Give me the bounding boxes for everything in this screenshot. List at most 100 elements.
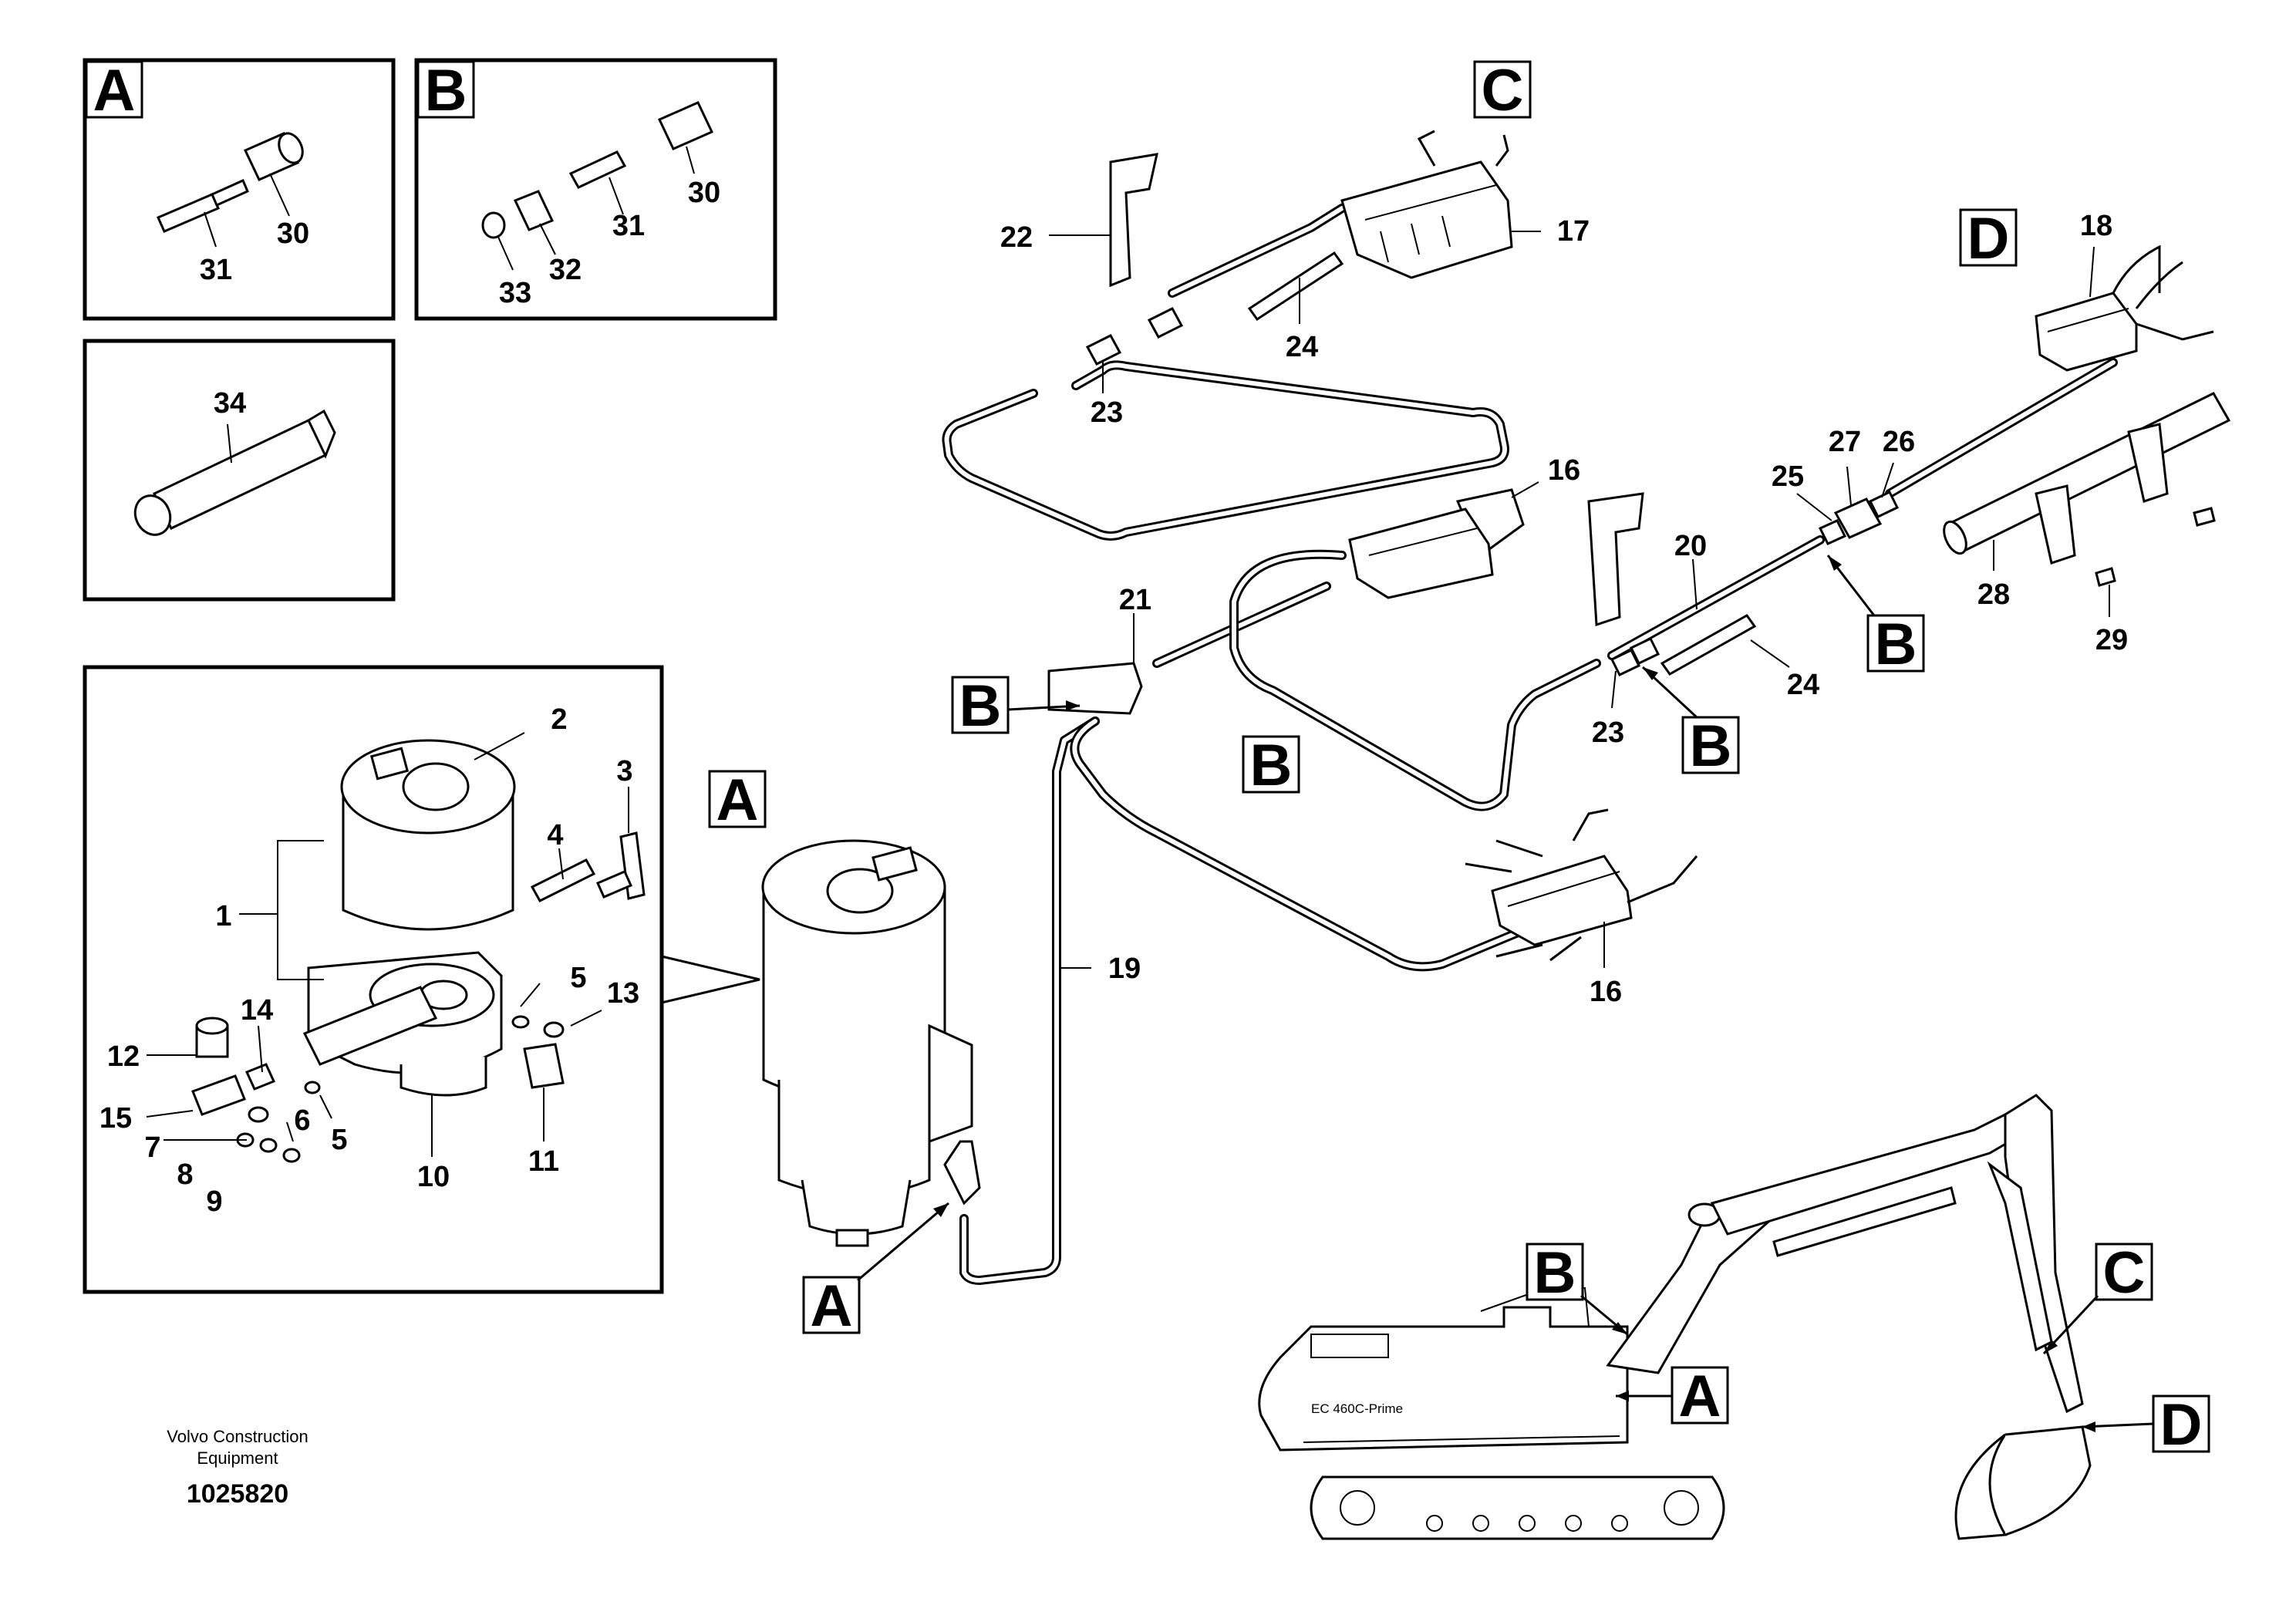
svg-text:B: B — [1250, 733, 1293, 798]
pump-exploded-view: 2 3 4 1 5 13 14 12 15 5 6 7 8 9 10 11 — [83, 665, 664, 1294]
spiral-guard-24-drawing — [1247, 251, 1757, 676]
company-line-2: Equipment — [197, 1448, 278, 1468]
distributor-c-label: C — [1482, 58, 1524, 123]
assembled-pump: A — [708, 767, 981, 1247]
callout-b-boom: B — [1526, 1240, 1628, 1336]
footer: Volvo Construction Equipment 1025820 — [167, 1427, 308, 1509]
tee-15-drawing — [191, 1074, 246, 1116]
cover-11-drawing — [523, 1043, 565, 1089]
distributor-16-upper-drawing: 16 — [1348, 454, 1580, 599]
nipple-31-drawing — [568, 150, 627, 189]
callout-8: 8 — [177, 1158, 193, 1191]
distributor-d-label: D — [1967, 206, 2010, 271]
callout-31: 31 — [612, 210, 645, 242]
callout-9: 9 — [206, 1185, 222, 1218]
svg-text:B: B — [1534, 1240, 1576, 1306]
callout-1: 1 — [215, 900, 231, 932]
callout-14: 14 — [241, 994, 273, 1027]
callout-20: 20 — [1674, 530, 1707, 562]
callout-23: 23 — [1091, 396, 1123, 429]
callout-6: 6 — [294, 1104, 310, 1137]
fitting-30-drawing — [657, 101, 714, 150]
callout-12: 12 — [107, 1040, 140, 1073]
callout-3: 3 — [616, 755, 632, 787]
distributor-18-drawing: 18 D — [1959, 206, 2214, 372]
callout-b-right-upper: B — [1826, 555, 1925, 677]
svg-text:A: A — [1679, 1364, 1721, 1429]
motor-cover-2-drawing — [340, 739, 516, 931]
svg-text:A: A — [811, 1273, 853, 1339]
bracket-right-drawing: 20 23 24 — [1587, 492, 1819, 749]
callout-21: 21 — [1119, 584, 1151, 616]
callout-27: 27 — [1829, 426, 1861, 458]
callout-11: 11 — [528, 1145, 559, 1178]
callout-19: 19 — [1108, 953, 1141, 985]
callout-15: 15 — [99, 1102, 132, 1135]
inset-a: A 31 30 — [83, 58, 396, 321]
drawing-number: 1025820 — [187, 1479, 288, 1509]
callout-17: 17 — [1557, 215, 1590, 248]
callout-24: 24 — [1286, 331, 1318, 363]
inset-b: B 33 32 31 30 — [414, 58, 777, 321]
callout-24: 24 — [1787, 669, 1819, 701]
callout-30: 30 — [277, 218, 309, 250]
callout-7: 7 — [144, 1131, 160, 1164]
callout-13: 13 — [607, 977, 639, 1010]
callout-5: 5 — [570, 962, 586, 994]
callout-b-left: B — [951, 673, 1081, 739]
callout-22: 22 — [1000, 221, 1033, 254]
callout-30: 30 — [688, 177, 720, 209]
bracket-22-drawing: 22 — [1000, 153, 1158, 288]
fitting-30-drawing — [243, 132, 304, 181]
pump-body-10-drawing — [302, 951, 503, 1097]
callout-34: 34 — [214, 387, 246, 420]
fitting-23-upper: 23 24 — [1085, 278, 1318, 429]
callout-a-pump: A — [802, 1202, 949, 1339]
callout-2: 2 — [551, 703, 567, 736]
callout-29: 29 — [2095, 624, 2128, 656]
callout-b-right-lower: B — [1641, 666, 1740, 779]
callout-b-mid: B — [1242, 733, 1300, 798]
callout-31: 31 — [200, 254, 232, 286]
track-rollers — [1340, 1490, 1699, 1532]
nipple-31-drawing — [157, 179, 249, 233]
callout-25: 25 — [1772, 460, 1804, 493]
callout-10: 10 — [417, 1161, 450, 1193]
callout-16: 16 — [1548, 454, 1580, 487]
hose-routing — [942, 204, 2118, 1285]
callout-28: 28 — [1977, 578, 2010, 611]
callout-23: 23 — [1592, 717, 1624, 749]
svg-text:B: B — [959, 673, 1002, 739]
svg-text:C: C — [2103, 1240, 2146, 1306]
nut-32-drawing — [513, 190, 555, 231]
washer-33-drawing — [481, 211, 506, 239]
company-line-1: Volvo Construction — [167, 1427, 308, 1446]
distributor-17-drawing: 17 C — [1340, 58, 1590, 279]
fitting-14-drawing — [244, 1063, 276, 1091]
callout-4: 4 — [547, 819, 563, 851]
pump-a-label: A — [716, 767, 759, 833]
inset-cartridge: 34 — [83, 339, 396, 602]
machine-model: EC 460C-Prime — [1311, 1401, 1403, 1416]
callout-c-arm: C — [2042, 1240, 2153, 1355]
callout-d-bucket: D — [2082, 1392, 2210, 1458]
callout-26: 26 — [1883, 426, 1915, 458]
callout-a-frame: A — [1616, 1364, 1729, 1429]
svg-text:B: B — [1690, 713, 1732, 779]
cartridge-34-drawing — [152, 419, 328, 530]
tube-28-drawing: 28 29 — [1943, 392, 2231, 656]
inset-b-label: B — [425, 58, 467, 123]
svg-text:D: D — [2160, 1392, 2203, 1458]
callout-18: 18 — [2080, 210, 2112, 242]
distributor-16-lower-drawing: 16 — [1465, 808, 1698, 1008]
callout-16: 16 — [1590, 976, 1622, 1008]
inset-a-label: A — [93, 58, 136, 123]
callout-5: 5 — [331, 1124, 347, 1156]
adapter-4-drawing — [530, 858, 596, 902]
callout-32: 32 — [549, 254, 582, 286]
excavator-overview: EC 460C-Prime — [1258, 1094, 2092, 1540]
block-27-drawing: 25 27 26 — [1772, 426, 1915, 545]
bracket-21-drawing: 21 — [1047, 584, 1151, 715]
zoom-pointer — [660, 955, 760, 1004]
